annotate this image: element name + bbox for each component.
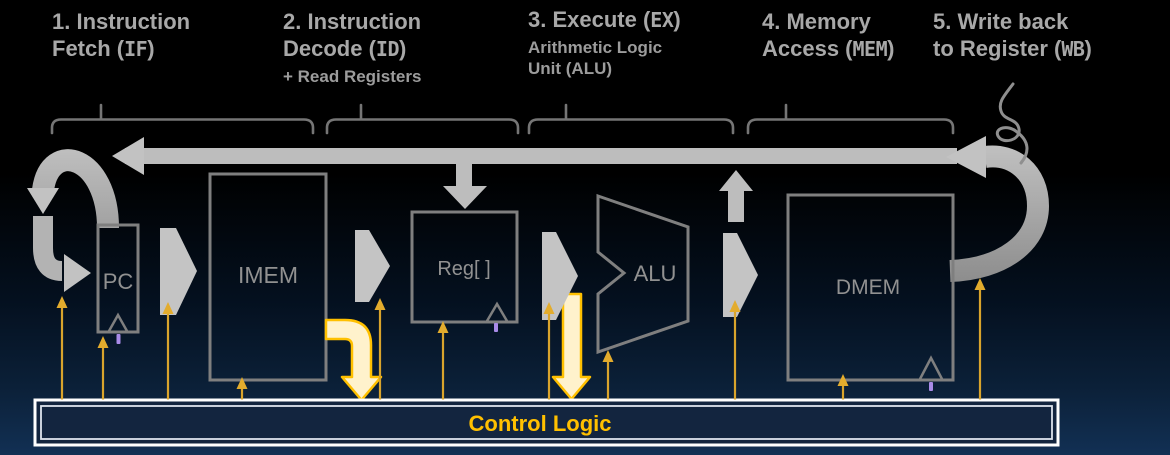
scribble-annotation-icon <box>995 82 1029 165</box>
control-logic-bar: Control Logic <box>33 398 1060 447</box>
stage-label-if: 1. Instruction Fetch (IF) <box>52 8 190 63</box>
reg-clock-icon <box>485 301 509 322</box>
pc-loop-down-arrowhead-icon <box>27 188 59 214</box>
pc-loop-right-arrowhead-icon <box>64 254 91 292</box>
reg-clock-tick-icon <box>494 323 498 332</box>
imem-label: IMEM <box>238 262 298 288</box>
stage-if-line2: Fetch (IF) <box>52 36 155 61</box>
stage-ex-sub2: Unit (ALU) <box>528 59 613 78</box>
writeback-bus-left-arrowhead-icon <box>112 137 144 175</box>
dmem-writeback-curl-arrow <box>946 136 1050 282</box>
curl-ribbon <box>949 145 1050 282</box>
stage-label-wb: 5. Write back to Register (WB) <box>933 8 1092 63</box>
stage-id-code: ID <box>375 37 400 61</box>
stage-brace-2 <box>325 118 520 135</box>
stage-braces <box>50 103 955 135</box>
stage-wb-line1: 5. Write back <box>933 9 1069 34</box>
reg-label: Reg[ ] <box>437 258 490 280</box>
reg-to-control-thick-arrow-icon <box>551 292 592 401</box>
control-signal-arrowhead-icon-6 <box>437 321 449 333</box>
stage-label-id: 2. Instruction Decode (ID) + Read Regist… <box>283 8 421 87</box>
control-signal-arrowhead-icon-3 <box>162 302 174 314</box>
stage-if-code: IF <box>124 37 148 61</box>
reg-to-alu-arrow-icon <box>542 232 578 320</box>
alu-to-dmem-arrow-icon <box>723 233 758 317</box>
control-signal-arrowhead-icon-10 <box>837 374 849 386</box>
control-logic-label: Control Logic <box>469 411 612 436</box>
stage-wb-code: WB <box>1061 37 1085 61</box>
imem-to-reg-arrow-icon <box>355 230 390 302</box>
dmem-label: DMEM <box>836 276 900 299</box>
stage-label-mem: 4. Memory Access (MEM) <box>762 8 894 63</box>
control-signal-arrows <box>56 278 986 400</box>
imem-block <box>208 172 328 382</box>
pc-loop-arch <box>32 149 119 229</box>
control-signal-arrowhead-icon-1 <box>56 296 68 308</box>
stage-mem-code: MEM <box>852 37 888 61</box>
alu-block <box>596 193 690 355</box>
stage-ex-line1: 3. Execute (EX) <box>528 7 681 32</box>
control-signal-arrowhead-icon-11 <box>974 278 986 290</box>
curl-left-arrowhead-icon <box>946 136 986 178</box>
pc-loop-elbow <box>33 216 63 281</box>
pc-clock-icon <box>107 312 129 332</box>
writeback-bus-arrow <box>112 137 957 209</box>
writeback-bus-shaft <box>125 148 957 164</box>
pc-clock-tick-icon <box>116 334 121 344</box>
stage-id-line2: Decode (ID) <box>283 36 407 61</box>
stage-id-line1: 2. Instruction <box>283 9 422 34</box>
stage-brace-3 <box>527 118 735 135</box>
control-signal-arrowhead-icon-2 <box>97 336 109 348</box>
stage-ex-code: EX <box>650 8 674 32</box>
control-signal-arrowhead-icon-4 <box>236 377 248 389</box>
control-signal-arrowhead-icon-7 <box>543 302 555 314</box>
control-logic-inner-border <box>40 405 1053 440</box>
dmem-clock-icon <box>918 355 944 380</box>
control-logic-outer <box>33 398 1060 447</box>
stage-mem-line2: Access (MEM) <box>762 36 895 61</box>
alu-result-up-arrow-icon <box>719 170 753 222</box>
control-signal-arrowhead-icon-8 <box>602 350 614 362</box>
alu-label: ALU <box>634 261 677 286</box>
control-signal-arrowhead-icon-5 <box>374 298 386 310</box>
control-signal-arrowhead-icon-9 <box>729 300 741 312</box>
stage-ex-sub1: Arithmetic Logic <box>528 38 663 57</box>
dmem-block <box>786 193 955 382</box>
stage-mem-line1: 4. Memory <box>762 9 871 34</box>
pc-block <box>96 223 140 334</box>
writeback-to-reg-arrow-icon <box>443 164 487 209</box>
stage-wb-line2: to Register (WB) <box>933 36 1092 61</box>
pc-label: PC <box>103 269 134 294</box>
reg-block <box>410 210 519 324</box>
dmem-clock-tick-icon <box>929 382 933 391</box>
stage-if-line1: 1. Instruction <box>52 9 191 34</box>
imem-to-control-thick-arrow-icon <box>324 318 383 402</box>
stage-brace-1 <box>50 118 315 135</box>
stage-id-sub: + Read Registers <box>283 67 422 86</box>
stage-brace-4 <box>746 118 955 135</box>
stage-label-ex: 3. Execute (EX) Arithmetic Logic Unit (A… <box>528 6 681 79</box>
pc-to-imem-arrow-icon <box>160 228 197 315</box>
pc-loop-arrow <box>27 149 119 292</box>
